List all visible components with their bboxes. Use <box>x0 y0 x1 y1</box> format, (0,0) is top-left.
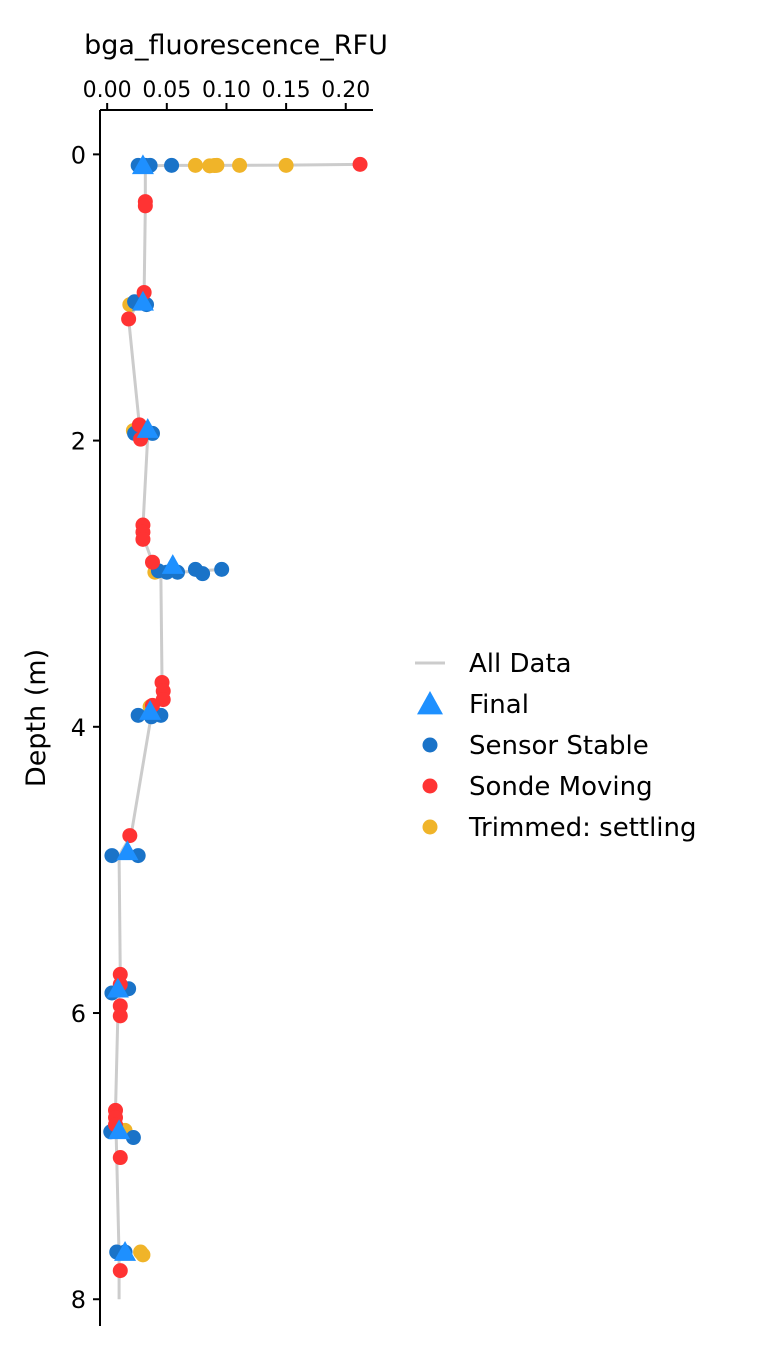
sonde-moving-point <box>352 156 368 172</box>
sonde-moving-point <box>135 531 151 547</box>
legend-item: Sensor Stable <box>422 731 649 761</box>
sensor-stable-point <box>125 1130 141 1146</box>
x-tick-label: 0.05 <box>142 78 191 103</box>
sensor-stable-point <box>195 566 211 582</box>
y-tick-label: 4 <box>71 714 86 742</box>
y-tick-label: 0 <box>71 141 86 169</box>
all-data-line <box>114 162 361 1300</box>
final-point <box>136 418 159 438</box>
final-point <box>131 154 154 175</box>
legend-item: Final <box>417 690 529 720</box>
y-tick-label: 6 <box>71 1000 86 1028</box>
sonde-moving-point <box>137 198 153 214</box>
final-point <box>139 700 162 720</box>
final-point <box>106 977 129 998</box>
trimmed-settling-point <box>232 157 248 173</box>
legend-circle-icon <box>422 819 438 835</box>
x-axis-label: bga_fluorescence_RFU <box>84 30 388 61</box>
sensor-stable-point <box>164 157 180 173</box>
sonde-moving-point <box>112 1008 128 1024</box>
sensor-stable-point <box>214 561 230 577</box>
legend-circle-icon <box>422 737 438 753</box>
final-point <box>116 840 139 861</box>
x-tick-label: 0.10 <box>202 78 251 103</box>
legend-label: Sonde Moving <box>469 772 653 802</box>
x-tick-label: 0.15 <box>262 78 311 103</box>
trimmed-settling-point <box>209 157 225 173</box>
final-point <box>131 290 154 311</box>
legend-label: Trimmed: settling <box>468 813 697 843</box>
final-point <box>114 1241 137 1261</box>
trimmed-settling-point <box>278 157 294 173</box>
sonde-moving-point <box>112 1263 128 1279</box>
sonde-moving-point <box>112 1150 128 1166</box>
sonde-moving-point <box>121 311 137 327</box>
y-tick-label: 8 <box>71 1286 86 1314</box>
legend-label: Final <box>469 690 529 720</box>
y-axis-label: Depth (m) <box>21 649 52 787</box>
sonde-moving-point <box>122 828 138 844</box>
sensor-stable-point <box>104 848 120 864</box>
final-point <box>108 1119 131 1140</box>
legend-item: Sonde Moving <box>422 772 653 802</box>
legend-item: All Data <box>415 649 572 679</box>
x-tick-label: 0.20 <box>321 78 370 103</box>
trimmed-settling-point <box>187 157 203 173</box>
trimmed-settling-point <box>135 1247 151 1263</box>
y-tick-label: 2 <box>71 428 86 456</box>
legend-label: All Data <box>469 649 572 679</box>
legend-circle-icon <box>422 778 438 794</box>
final-point <box>161 554 184 574</box>
legend-triangle-icon <box>417 691 443 715</box>
x-tick-label: 0.00 <box>83 78 132 103</box>
sonde-moving-point <box>144 554 160 570</box>
legend-label: Sensor Stable <box>469 731 649 761</box>
legend-item: Trimmed: settling <box>422 813 697 843</box>
